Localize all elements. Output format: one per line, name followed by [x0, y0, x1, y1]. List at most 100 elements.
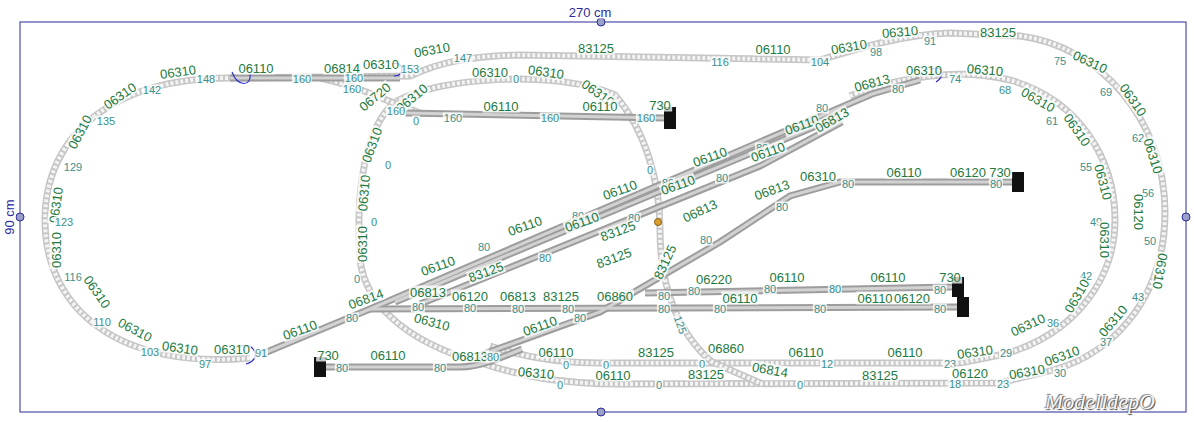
- length-number: 80: [657, 304, 671, 315]
- part-number: 06813: [409, 286, 447, 299]
- part-number: 06310: [1007, 362, 1047, 381]
- length-number: 0: [412, 116, 420, 127]
- length-number: 80: [463, 303, 477, 314]
- part-number: 06110: [237, 62, 274, 75]
- length-number: 0: [796, 380, 804, 391]
- length-number: 80: [713, 304, 727, 315]
- part-number: 06110: [594, 369, 631, 382]
- length-number: 80: [763, 284, 777, 295]
- part-number: 06310: [799, 170, 837, 183]
- length-number: 0: [384, 160, 392, 171]
- length-number: 80: [933, 304, 947, 315]
- length-number: 0: [646, 165, 654, 176]
- length-number: 75: [1053, 56, 1067, 67]
- length-number: 0: [655, 380, 663, 391]
- part-number: 730: [648, 99, 672, 112]
- length-number: 69: [1099, 87, 1113, 98]
- length-number: 129: [63, 162, 83, 173]
- part-number: 06110: [537, 346, 574, 359]
- length-number: 80: [815, 103, 829, 114]
- length-number: 80: [813, 304, 827, 315]
- length-number: 80: [687, 286, 701, 297]
- part-number: 730: [988, 166, 1012, 179]
- part-number: 83125: [861, 369, 899, 382]
- length-number: 142: [142, 85, 162, 96]
- part-number: 06310: [1070, 48, 1110, 76]
- length-number: 0: [556, 380, 564, 391]
- length-number: 80: [538, 253, 552, 264]
- part-number: 06813: [451, 350, 489, 363]
- length-number: 80: [345, 313, 359, 324]
- part-number: 06110: [787, 346, 824, 359]
- length-number: 80: [891, 84, 905, 95]
- part-number: 83125: [598, 218, 638, 243]
- part-number: 83125: [979, 26, 1017, 39]
- part-number: 06813: [499, 290, 537, 303]
- length-number: 55: [1079, 162, 1093, 173]
- length-number: 116: [710, 57, 730, 68]
- part-number: 06310: [412, 40, 452, 59]
- part-number: 06310: [412, 311, 452, 333]
- part-number: 06310: [359, 125, 384, 165]
- length-number: 148: [196, 74, 216, 85]
- part-number: 06310: [65, 112, 94, 152]
- part-number: 83125: [577, 42, 615, 55]
- length-number: 80: [828, 284, 842, 295]
- length-number: 160: [443, 113, 463, 124]
- part-number: 06310: [471, 66, 509, 79]
- part-number: 06110: [869, 271, 906, 284]
- length-number: 160: [386, 106, 406, 117]
- part-number: 06110: [482, 100, 519, 113]
- length-number: 153: [400, 64, 420, 75]
- length-number: 91: [254, 348, 268, 359]
- length-number: 29: [999, 348, 1013, 359]
- length-number: 80: [335, 363, 349, 374]
- length-number: 147: [453, 53, 473, 64]
- part-number: 06310: [213, 343, 251, 356]
- part-number: 06860: [596, 290, 634, 303]
- part-number: 83125: [637, 346, 675, 359]
- length-number: 160: [342, 84, 362, 95]
- length-number: 125: [671, 314, 688, 337]
- length-number: 98: [869, 47, 883, 58]
- part-number: 06310: [1098, 221, 1111, 259]
- part-number: 06120: [949, 166, 987, 179]
- part-number: 83125: [594, 245, 634, 270]
- part-number: 83125: [542, 290, 580, 303]
- part-number: 06310: [965, 62, 1004, 78]
- length-number: 91: [923, 36, 937, 47]
- length-number: 97: [198, 359, 212, 370]
- part-number: 06110: [768, 271, 805, 284]
- length-number: 61: [1045, 116, 1059, 127]
- part-number: 06860: [707, 342, 745, 355]
- part-number: 06110: [754, 43, 791, 56]
- length-number: 160: [292, 74, 312, 85]
- length-number: 160: [344, 73, 364, 84]
- part-number: 06813: [680, 197, 720, 225]
- length-number: 36: [1046, 318, 1060, 329]
- part-number: 06310: [1141, 136, 1165, 176]
- length-number: 80: [699, 235, 713, 246]
- length-number: 80: [573, 313, 587, 324]
- length-number: 80: [933, 285, 947, 296]
- part-number: 730: [938, 271, 962, 284]
- part-number: 83125: [651, 242, 679, 282]
- length-number: 80: [989, 179, 1003, 190]
- length-number: 0: [562, 360, 570, 371]
- length-number: 68: [998, 85, 1012, 96]
- length-number: 80: [433, 363, 447, 374]
- part-number: 06310: [905, 64, 943, 77]
- dimension: 90 cm: [3, 198, 16, 235]
- length-number: 80: [486, 352, 500, 363]
- length-number: 12: [820, 359, 834, 370]
- length-number: 80: [715, 173, 729, 184]
- length-number: 103: [140, 347, 160, 358]
- length-number: 104: [810, 57, 830, 68]
- length-number: 116: [63, 272, 83, 283]
- part-number: 06310: [1150, 251, 1169, 291]
- length-number: 50: [1143, 236, 1157, 247]
- watermark: ModelldepO: [1044, 391, 1156, 413]
- part-number: 06120: [893, 292, 931, 305]
- length-number: 43: [1131, 292, 1145, 303]
- part-number: 06310: [1092, 162, 1114, 202]
